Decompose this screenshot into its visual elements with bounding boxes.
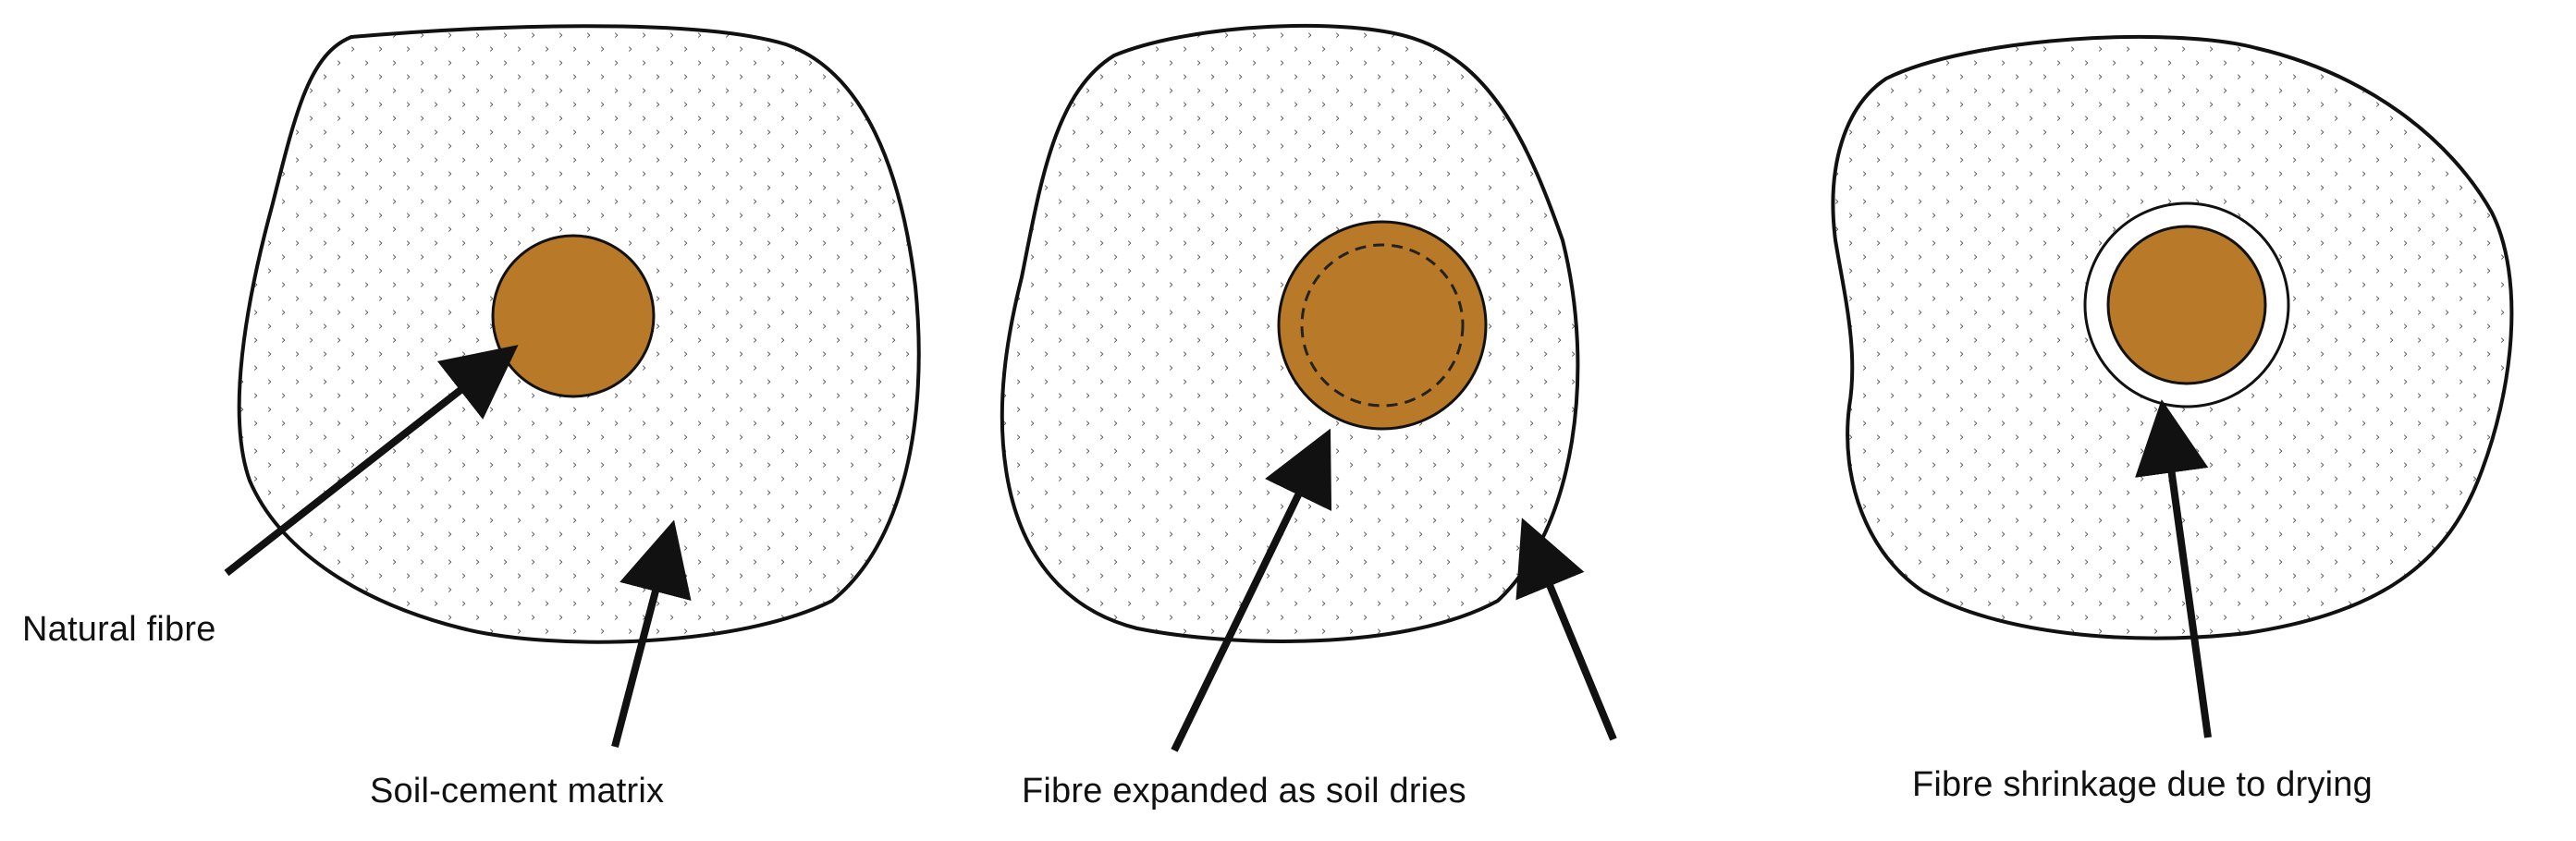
panel-fibre-expanded	[1000, 23, 1617, 752]
shrunk-fibre-circle	[2106, 225, 2267, 385]
panel-natural-fibre	[224, 24, 921, 749]
shrinkage-arrow	[2135, 399, 2212, 738]
soil-cement-matrix-arrow	[611, 519, 692, 749]
label-fibre-expanded: Fibre expanded as soil dries	[1022, 772, 1466, 811]
expanded-fibre-circle	[1277, 220, 1488, 431]
label-natural-fibre: Natural fibre	[22, 610, 216, 649]
original-fibre-outline-dashed	[1300, 243, 1465, 408]
panel-fibre-shrinkage	[1831, 34, 2514, 738]
label-soil-cement-matrix: Soil-cement matrix	[370, 772, 665, 811]
natural-fibre-circle	[491, 234, 656, 398]
expanded-fibre-arrow	[1171, 428, 1332, 752]
label-fibre-shrinkage: Fibre shrinkage due to drying	[1912, 765, 2373, 804]
matrix-arrow-2	[1515, 518, 1617, 741]
natural-fibre-arrow	[224, 345, 519, 577]
